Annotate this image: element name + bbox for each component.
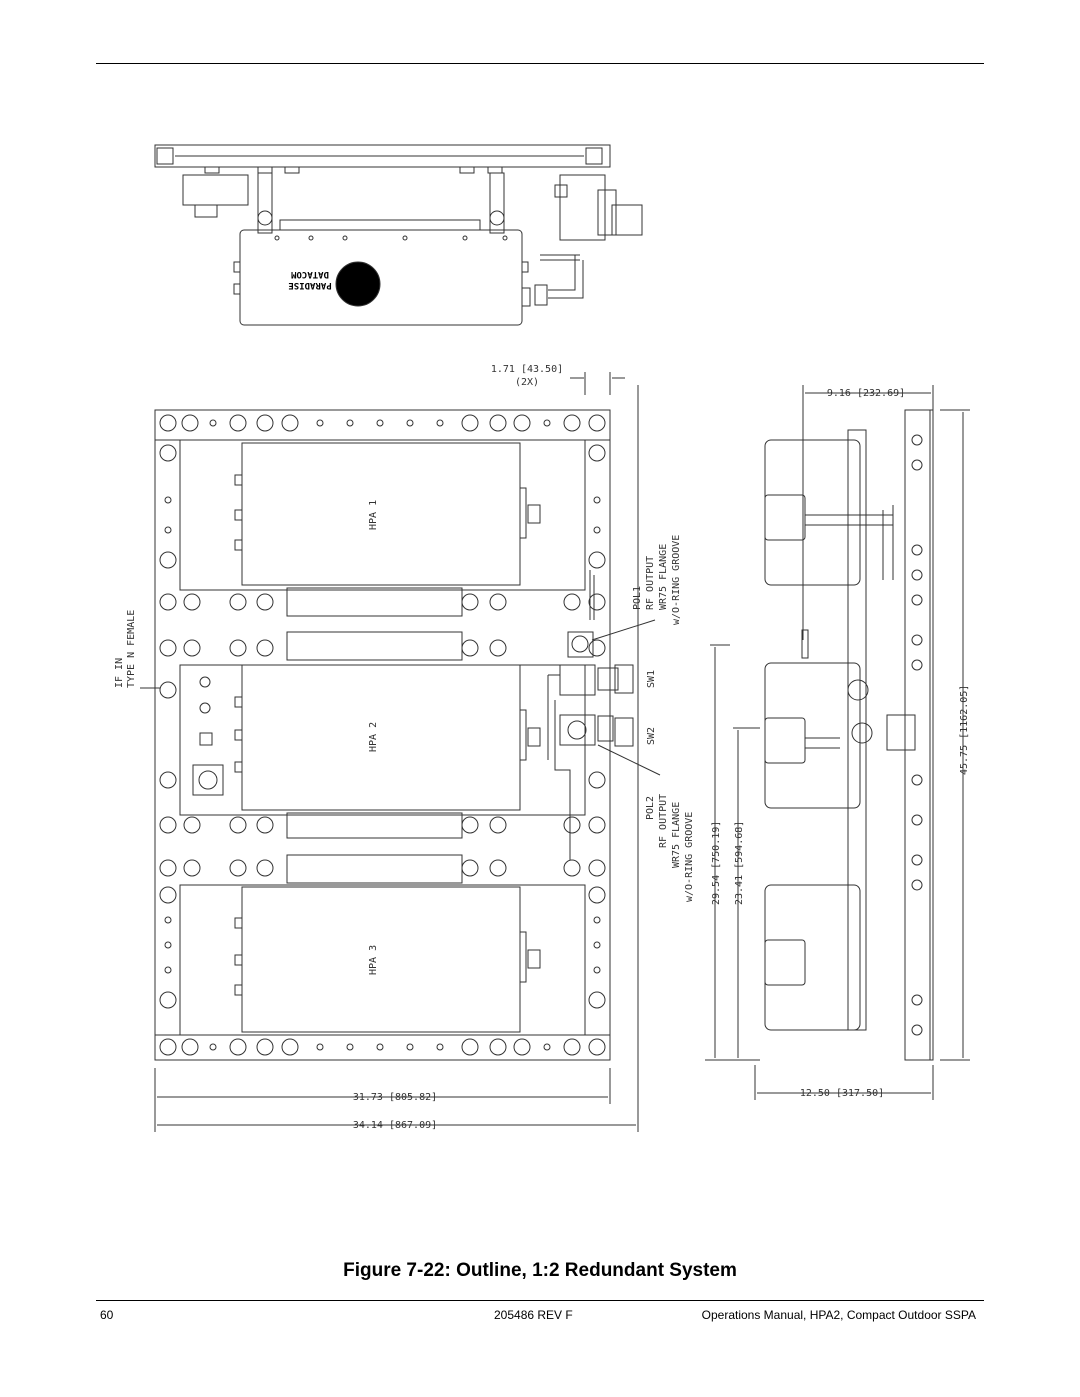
label-sw2: SW2 — [646, 727, 657, 745]
page-number: 60 — [100, 1308, 114, 1322]
dim-45-75: 45.75 [1162.05] — [959, 685, 970, 775]
logo-text-paradise: PARADISE — [288, 280, 331, 290]
footer-rule — [96, 1300, 984, 1301]
logo: PARADISE DATACOM — [288, 269, 331, 290]
document-title: Operations Manual, HPA2, Compact Outdoor… — [701, 1308, 976, 1322]
label-if-in: IF IN — [114, 658, 125, 688]
header-rule — [96, 63, 984, 64]
label-pol1-flange: WR75 FLANGE — [658, 544, 669, 610]
dim-23-41: 23.41 [594.68] — [734, 821, 745, 905]
dim-12-50: 12.50 [317.50] — [800, 1088, 884, 1099]
logo-text-datacom: DATACOM — [290, 269, 329, 279]
label-sw1: SW1 — [646, 670, 657, 688]
dim-9-16: 9.16 [232.69] — [827, 388, 905, 399]
outline-drawing: PARADISE DATACOM HPA 1 HPA 2 HPA 3 IF IN… — [114, 144, 970, 1132]
dim-31-73: 31.73 [805.82] — [353, 1092, 437, 1103]
label-hpa1: HPA 1 — [368, 500, 379, 530]
figure-caption: Figure 7-22: Outline, 1:2 Redundant Syst… — [343, 1260, 737, 1281]
dim-1-71: 1.71 [43.50] — [491, 364, 563, 375]
frame-bolts — [159, 414, 923, 1056]
dim-34-14: 34.14 [867.09] — [353, 1120, 437, 1131]
label-pol1: POL1 — [632, 586, 643, 610]
label-if-type: TYPE N FEMALE — [126, 610, 137, 688]
label-hpa2: HPA 2 — [368, 722, 379, 752]
label-pol1-groove: w/O-RING GROOVE — [671, 535, 682, 625]
dim-1-71-count: (2X) — [515, 377, 539, 388]
document-revision: 205486 REV F — [494, 1308, 573, 1322]
top-elevation-view — [154, 144, 643, 326]
side-view — [764, 409, 934, 1061]
dim-29-54: 29.54 [750.19] — [711, 821, 722, 905]
label-pol2-rf: RF OUTPUT — [658, 794, 669, 848]
label-pol1-rf: RF OUTPUT — [645, 556, 656, 610]
label-pol2-flange: WR75 FLANGE — [671, 802, 682, 868]
dimension-lines — [154, 372, 970, 1132]
label-pol2: POL2 — [645, 796, 656, 820]
plan-view — [140, 409, 661, 1061]
label-hpa3: HPA 3 — [368, 945, 379, 975]
label-pol2-groove: w/O-RING GROOVE — [684, 812, 695, 902]
